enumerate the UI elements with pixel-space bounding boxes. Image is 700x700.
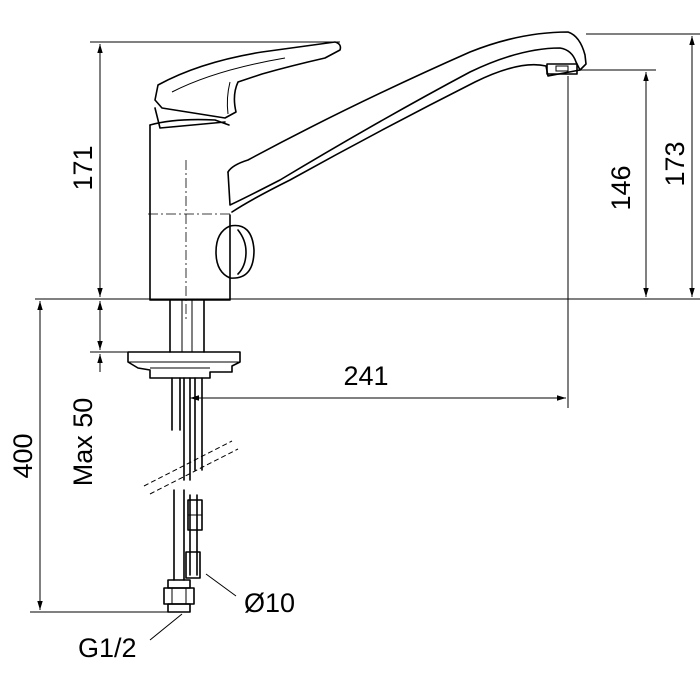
callout-diameter-10-label: Ø10 [244,588,295,618]
callout-thread-g12: G1/2 [78,613,183,663]
dimension-241: 241 [190,76,569,408]
dimension-max-50-label: Max 50 [68,398,98,487]
dimension-400-label: 400 [8,433,38,478]
dimension-241-label: 241 [343,361,388,391]
mounting-plate [127,351,241,379]
side-knob [229,224,255,279]
dimension-146-label: 146 [606,165,636,210]
callout-thread-g12-label: G1/2 [78,633,137,663]
spout [227,47,581,213]
dimension-173: 173 [586,33,700,297]
dimension-173-label: 173 [660,141,690,186]
faucet-body [149,124,231,301]
dimension-171: 171 [68,41,340,297]
dimension-400: 400 [8,301,168,613]
aerator [546,63,578,75]
dimension-max-50: Max 50 [68,301,130,486]
dimension-171-label: 171 [68,145,98,190]
faucet-outline [127,31,587,613]
callout-diameter-10: Ø10 [205,573,295,618]
hose-connector [167,579,191,589]
lever-handle [154,41,342,119]
dimension-146: 146 [578,69,656,297]
